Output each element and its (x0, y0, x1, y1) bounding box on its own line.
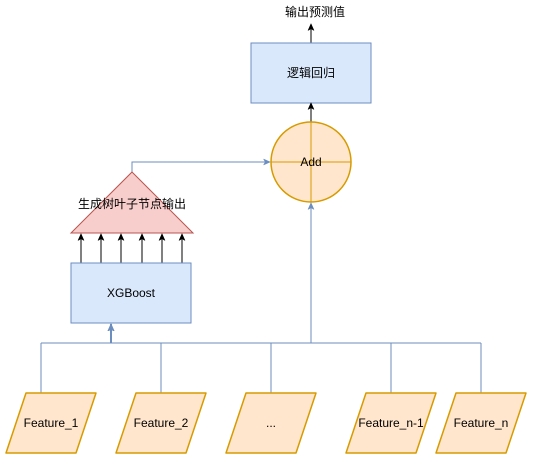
leaf-arrows (81, 234, 182, 263)
feature-shape (5, 392, 97, 454)
feature-shape (435, 392, 527, 454)
leaf-output-node: 生成树叶子节点输出 (69, 171, 195, 234)
feature-node-2: Feature_2 (115, 392, 207, 454)
xgboost-label: XGBoost (107, 286, 156, 300)
feature-shape (115, 392, 207, 454)
add-node: Add (270, 121, 352, 203)
output-label: 输出预测值 (285, 4, 345, 19)
feature-node-1: Feature_1 (5, 392, 97, 454)
feature-node-5: Feature_n (435, 392, 527, 454)
xgboost-box (70, 262, 192, 324)
feature-label: Feature_n (454, 416, 509, 430)
leaf-output-triangle (69, 171, 195, 234)
feature-shape (225, 392, 317, 454)
leaf-output-label: 生成树叶子节点输出 (78, 196, 186, 211)
feature-label: Feature_1 (24, 416, 79, 430)
connector-leaf-to-add (131, 162, 270, 172)
xgboost-node: XGBoost (70, 262, 192, 324)
feature-shape (345, 392, 437, 454)
add-label: Add (300, 155, 321, 169)
feature-node-4: Feature_n-1 (345, 392, 437, 454)
logistic-regression-label: 逻辑回归 (287, 66, 335, 80)
feature-label: Feature_n-1 (358, 416, 424, 430)
feature-label: Feature_2 (134, 416, 189, 430)
feature-node-3: ... (225, 392, 317, 454)
feature-label: ... (266, 416, 276, 430)
logistic-regression-node: 逻辑回归 (250, 42, 372, 104)
